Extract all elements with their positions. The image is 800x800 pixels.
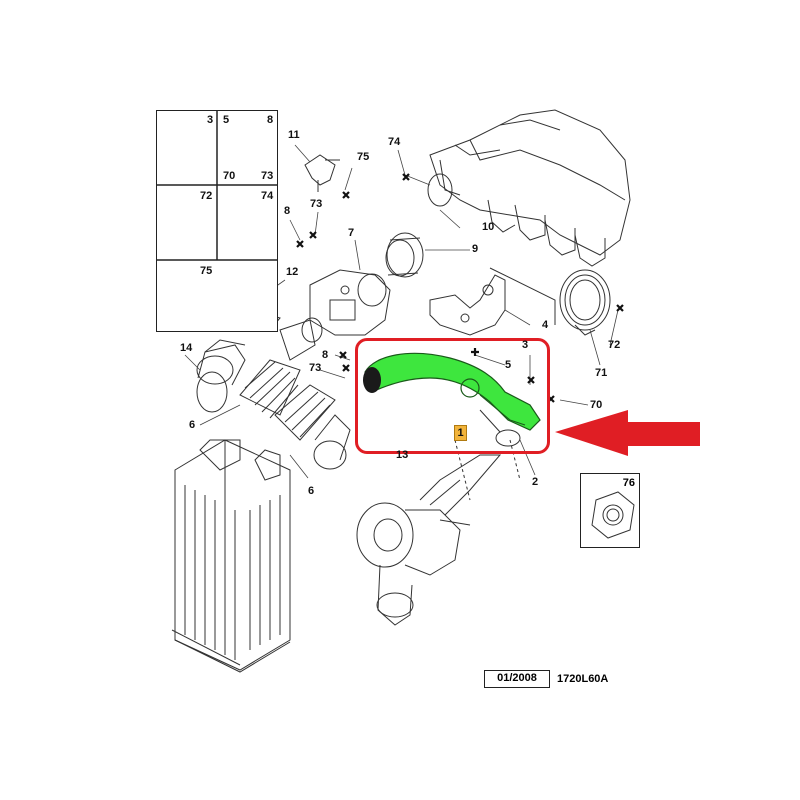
legend-label-5: 5 xyxy=(223,114,230,126)
callout-76: 76 xyxy=(622,477,635,489)
callout-2: 2 xyxy=(532,476,539,488)
callout-73-top: 73 xyxy=(310,198,323,210)
hose-6-bellows-icon xyxy=(239,319,351,470)
throttle-body-icon xyxy=(301,269,391,343)
legend-label-3: 3 xyxy=(207,114,214,126)
part-1-tag: 1 xyxy=(454,425,467,441)
callout-11: 11 xyxy=(288,129,300,141)
callout-3: 3 xyxy=(522,339,529,351)
legend-grid xyxy=(155,109,278,261)
legend-label-74: 74 xyxy=(261,190,274,202)
legend-label-75: 75 xyxy=(200,265,213,277)
legend-label-70: 70 xyxy=(223,170,236,182)
red-arrow-icon xyxy=(555,410,700,456)
callout-9: 9 xyxy=(472,243,479,255)
hose-14-icon xyxy=(196,339,246,413)
callout-70: 70 xyxy=(590,399,603,411)
callout-6-bottom: 6 xyxy=(308,485,315,497)
highlighted-pipe-part-1 xyxy=(363,352,541,447)
callout-74: 74 xyxy=(388,136,401,148)
support-bracket-icon xyxy=(429,267,556,336)
callout-8-mid: 8 xyxy=(322,349,329,361)
callout-72: 72 xyxy=(608,339,621,351)
turbo-duct-icon xyxy=(419,454,502,516)
callout-14: 14 xyxy=(180,342,193,354)
callout-71: 71 xyxy=(595,367,608,379)
callout-6-left: 6 xyxy=(189,419,196,431)
coupling-ring-icon xyxy=(385,232,424,278)
part-76-box: 76 xyxy=(580,473,640,548)
hex-nut-icon xyxy=(591,491,635,539)
callout-73-mid: 73 xyxy=(309,362,322,374)
legend-label-8: 8 xyxy=(267,114,274,126)
fastener-markers xyxy=(296,173,624,403)
footer-date-box: 01/2008 xyxy=(484,670,550,688)
callout-5: 5 xyxy=(505,359,512,371)
turbocharger-icon xyxy=(356,502,471,626)
callout-12: 12 xyxy=(286,266,299,278)
callout-13: 13 xyxy=(396,449,409,461)
sensor-icon xyxy=(304,154,340,192)
intercooler-icon xyxy=(171,439,291,673)
legend-label-73: 73 xyxy=(261,170,274,182)
callout-8-top: 8 xyxy=(284,205,291,217)
footer-reference: 1720L60A xyxy=(557,673,609,685)
footer-date: 01/2008 xyxy=(497,672,537,684)
legend-label-72: 72 xyxy=(200,190,213,202)
clamp-ring-icon xyxy=(559,269,611,336)
callout-10: 10 xyxy=(482,221,495,233)
callout-7: 7 xyxy=(348,227,355,239)
intake-manifold-icon xyxy=(427,109,631,267)
fastener-legend: 3 5 8 70 73 72 74 75 xyxy=(155,109,278,332)
callout-75: 75 xyxy=(357,151,370,163)
callout-4: 4 xyxy=(542,319,549,331)
highlight-frame xyxy=(355,338,550,454)
